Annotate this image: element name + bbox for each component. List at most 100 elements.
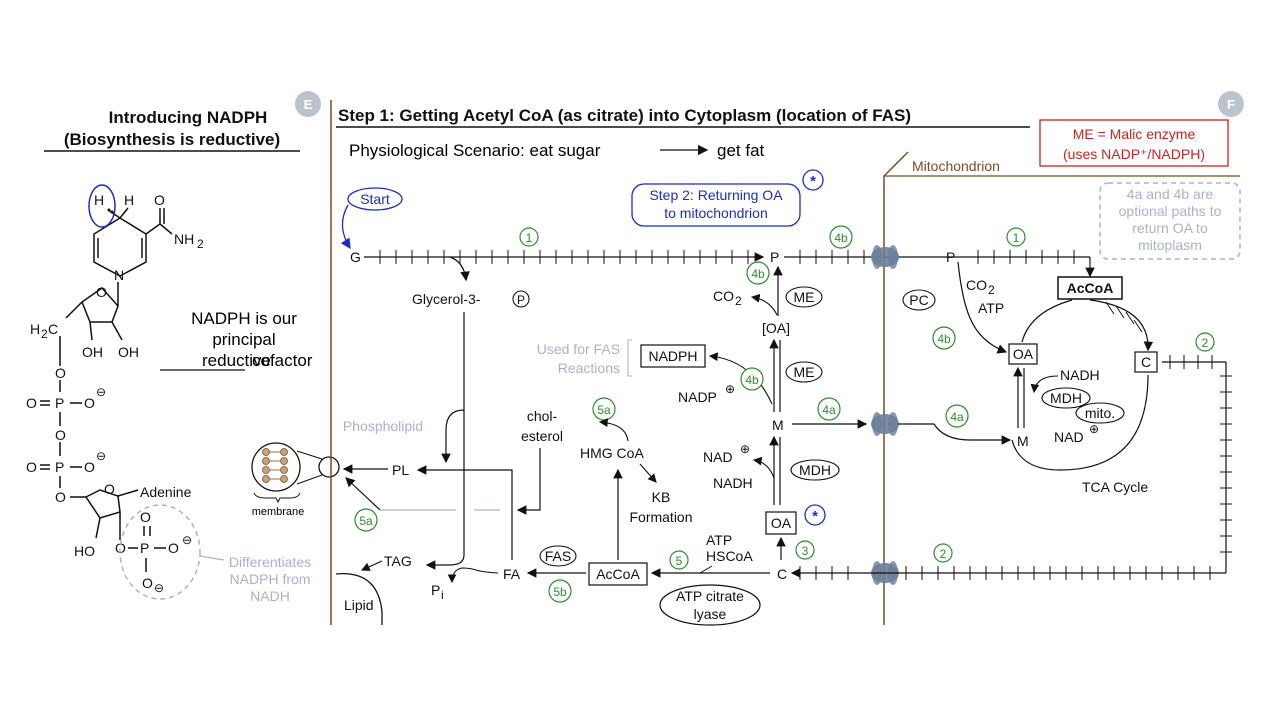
svg-text:4a: 4a <box>822 403 836 417</box>
svg-text:mito.: mito. <box>1085 405 1115 421</box>
svg-text:2: 2 <box>735 294 742 308</box>
svg-text:P: P <box>770 249 779 265</box>
svg-text:F: F <box>1227 97 1235 112</box>
svg-text:⊖: ⊖ <box>96 385 106 399</box>
svg-text:NAD: NAD <box>1054 429 1084 445</box>
step2-star-icon <box>802 169 824 191</box>
svg-text:⊕: ⊕ <box>740 442 750 456</box>
step2-box <box>631 183 801 227</box>
svg-text:2: 2 <box>197 237 204 251</box>
svg-text:Step 2: Returning OA: Step 2: Returning OA <box>649 187 783 203</box>
citrate-mito-box <box>1134 351 1158 373</box>
svg-text:OH: OH <box>82 344 103 360</box>
svg-text:HO: HO <box>74 543 95 559</box>
svg-text:MDH: MDH <box>799 462 831 478</box>
svg-text:P: P <box>140 540 149 556</box>
svg-text:chol-: chol- <box>527 408 558 424</box>
svg-text:5b: 5b <box>553 585 567 599</box>
transporter-top-icon <box>871 245 899 269</box>
svg-text:to mitochondrion: to mitochondrion <box>664 205 768 221</box>
slide-badge-e <box>295 91 321 117</box>
svg-text:NADH: NADH <box>713 475 753 491</box>
svg-text:ATP: ATP <box>978 300 1004 316</box>
svg-text:cofactor: cofactor <box>252 351 313 370</box>
svg-text:lyase: lyase <box>694 606 727 622</box>
accoa-mito-box <box>1057 276 1123 300</box>
svg-text:C: C <box>1141 354 1151 370</box>
svg-text:PL: PL <box>392 462 409 478</box>
start-bubble <box>347 187 403 211</box>
svg-text:4a and 4b are: 4a and 4b are <box>1127 186 1214 202</box>
svg-text:membrane: membrane <box>252 506 305 518</box>
svg-text:esterol: esterol <box>521 428 563 444</box>
atp-citrate-lyase-label <box>659 584 761 626</box>
svg-text:5: 5 <box>676 554 683 568</box>
svg-text:1: 1 <box>526 231 533 245</box>
slide-badge-f <box>1218 91 1244 117</box>
svg-text:ATP: ATP <box>706 532 732 548</box>
svg-text:G: G <box>350 249 361 265</box>
svg-text:AcCoA: AcCoA <box>596 566 640 582</box>
svg-text:⊖: ⊖ <box>96 449 106 463</box>
svg-text:O: O <box>154 192 165 208</box>
svg-text:4a: 4a <box>950 410 964 424</box>
svg-text:Start: Start <box>360 191 390 207</box>
svg-text:E: E <box>304 97 313 112</box>
left-title-line2: (Biosynthesis is reductive) <box>64 130 280 149</box>
accoa-cyto-box <box>588 562 648 586</box>
svg-text:MDH: MDH <box>1050 390 1082 406</box>
svg-text:CO: CO <box>966 277 987 293</box>
mitochondrion-label: Mitochondrion <box>912 158 1000 174</box>
svg-text:KB: KB <box>652 489 671 505</box>
svg-text:O: O <box>55 365 66 381</box>
svg-text:NADPH: NADPH <box>648 348 697 364</box>
svg-text:H: H <box>124 192 134 208</box>
svg-text:NADPH is our: NADPH is our <box>191 309 297 328</box>
svg-text:TAG: TAG <box>384 553 412 569</box>
svg-text:Differentiates: Differentiates <box>229 554 311 570</box>
svg-text:O: O <box>55 489 66 505</box>
oa-mito-box <box>1008 343 1038 365</box>
tca-cycle-label: TCA Cycle <box>1082 479 1148 495</box>
svg-text:M: M <box>772 417 784 433</box>
transporter-mid-icon <box>871 412 899 436</box>
svg-text:2: 2 <box>1202 336 1209 350</box>
svg-text:5a: 5a <box>597 403 611 417</box>
svg-text:Glycerol-3-: Glycerol-3- <box>412 291 481 307</box>
svg-text:HSCoA: HSCoA <box>706 548 753 564</box>
svg-text:i: i <box>441 588 444 602</box>
me-legend-box <box>1039 119 1229 167</box>
svg-text:OA: OA <box>771 515 792 531</box>
svg-text:2: 2 <box>988 283 995 297</box>
svg-text:4b: 4b <box>751 267 765 281</box>
svg-text:⊕: ⊕ <box>725 382 735 396</box>
svg-text:[OA]: [OA] <box>762 320 790 336</box>
lipid-label: Lipid <box>344 597 374 613</box>
right-panel: Step 1: Getting Acetyl CoA (as citrate) … <box>335 91 1244 626</box>
svg-text:⊖: ⊖ <box>154 581 164 595</box>
svg-text:4b: 4b <box>834 231 848 245</box>
svg-text:NH: NH <box>174 231 194 247</box>
step-marker-1-mito <box>1006 227 1026 247</box>
svg-text:4b: 4b <box>937 332 951 346</box>
left-panel: Introducing NADPH (Biosynthesis is reduc… <box>26 91 423 604</box>
svg-text:AcCoA: AcCoA <box>1067 280 1114 296</box>
svg-text:*: * <box>810 173 816 190</box>
svg-text:O: O <box>168 540 179 556</box>
svg-text:O: O <box>26 459 37 475</box>
svg-text:CO: CO <box>713 288 734 304</box>
svg-text:NAD: NAD <box>703 449 733 465</box>
svg-text:principal: principal <box>212 330 275 349</box>
svg-text:P: P <box>55 395 64 411</box>
svg-text:FA: FA <box>503 566 521 582</box>
svg-text:PC: PC <box>909 292 928 308</box>
svg-text:N: N <box>114 267 124 283</box>
optional-note-box <box>1099 182 1241 260</box>
membrane-icon: membrane <box>251 442 340 518</box>
svg-text:NADP: NADP <box>678 389 717 405</box>
svg-text:NADH: NADH <box>250 588 290 604</box>
svg-text:P: P <box>431 582 440 598</box>
right-title: Step 1: Getting Acetyl CoA (as citrate) … <box>338 106 911 125</box>
svg-text:reductive: reductive <box>202 351 271 370</box>
